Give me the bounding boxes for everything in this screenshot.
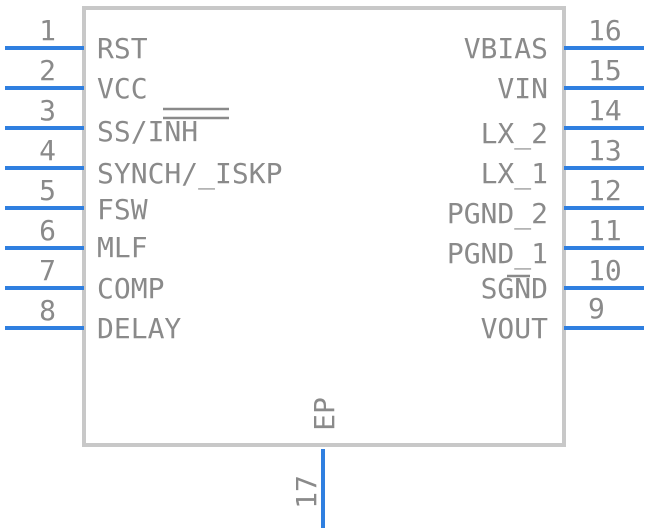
pin-label: LX_1 bbox=[481, 157, 548, 191]
right-pin-11: 11 PGND_1 bbox=[447, 214, 644, 271]
pin-number: 7 bbox=[39, 254, 56, 287]
pin-label: FSW bbox=[97, 193, 148, 226]
right-pin-12: 12 PGND_2 bbox=[447, 174, 644, 231]
left-pin-8: 8 DELAY bbox=[5, 294, 181, 345]
left-pin-6: 6 MLF bbox=[5, 214, 148, 264]
pin-label: SYNCH/_ISKP bbox=[97, 157, 282, 191]
pin-number: 13 bbox=[588, 134, 622, 167]
right-pin-13: 13 LX_1 bbox=[481, 134, 644, 191]
pin-label: VIN bbox=[497, 72, 548, 105]
left-pin-5: 5 FSW bbox=[5, 174, 148, 226]
bottom-pin-17: EP 17 bbox=[290, 397, 341, 528]
pin-label: EP bbox=[308, 397, 341, 431]
right-pin-14: 14 LX_2 bbox=[481, 94, 644, 151]
pin-label: PGND_1 bbox=[447, 237, 548, 271]
pin-label: SS/INH bbox=[97, 115, 198, 148]
pin-number: 9 bbox=[588, 292, 605, 325]
pin-label: COMP bbox=[97, 272, 164, 305]
left-pin-2: 2 VCC bbox=[5, 54, 229, 111]
pin-number: 10 bbox=[588, 254, 622, 287]
right-pin-15: 15 VIN bbox=[497, 54, 644, 105]
pin-label: PGND_2 bbox=[447, 197, 548, 231]
right-pin-9: 9 VOUT bbox=[481, 292, 644, 345]
left-pin-7: 7 COMP bbox=[5, 254, 164, 305]
pin-number: 6 bbox=[39, 214, 56, 247]
pin-number: 11 bbox=[588, 214, 622, 247]
left-pin-1: 1 RST bbox=[5, 14, 148, 65]
pin-label: VOUT bbox=[481, 312, 549, 345]
pin-number: 3 bbox=[39, 94, 56, 127]
pin-number: 4 bbox=[39, 134, 56, 167]
pin-label: MLF bbox=[97, 231, 148, 264]
right-pin-10: 10 SGND bbox=[481, 254, 644, 305]
pin-number: 5 bbox=[39, 174, 56, 207]
pin-number: 12 bbox=[588, 174, 622, 207]
pin-number: 1 bbox=[39, 14, 56, 47]
pin-number: 17 bbox=[290, 475, 323, 509]
pin-label: VBIAS bbox=[464, 32, 548, 65]
pin-label: RST bbox=[97, 32, 148, 65]
pin-label: VCC bbox=[97, 72, 148, 105]
left-pin-3: 3 SS/INH bbox=[5, 94, 229, 148]
left-pin-4: 4 SYNCH/_ISKP bbox=[5, 134, 282, 191]
right-pin-16: 16 VBIAS bbox=[464, 14, 644, 65]
pin-number: 16 bbox=[588, 14, 622, 47]
pin-label: DELAY bbox=[97, 312, 181, 345]
pin-number: 8 bbox=[39, 294, 56, 327]
pin-number: 15 bbox=[588, 54, 622, 87]
pin-label: LX_2 bbox=[481, 117, 548, 151]
pin-label: SGND bbox=[481, 272, 548, 305]
pin-number: 2 bbox=[39, 54, 56, 87]
pin-number: 14 bbox=[588, 94, 622, 127]
component-body bbox=[82, 6, 566, 447]
